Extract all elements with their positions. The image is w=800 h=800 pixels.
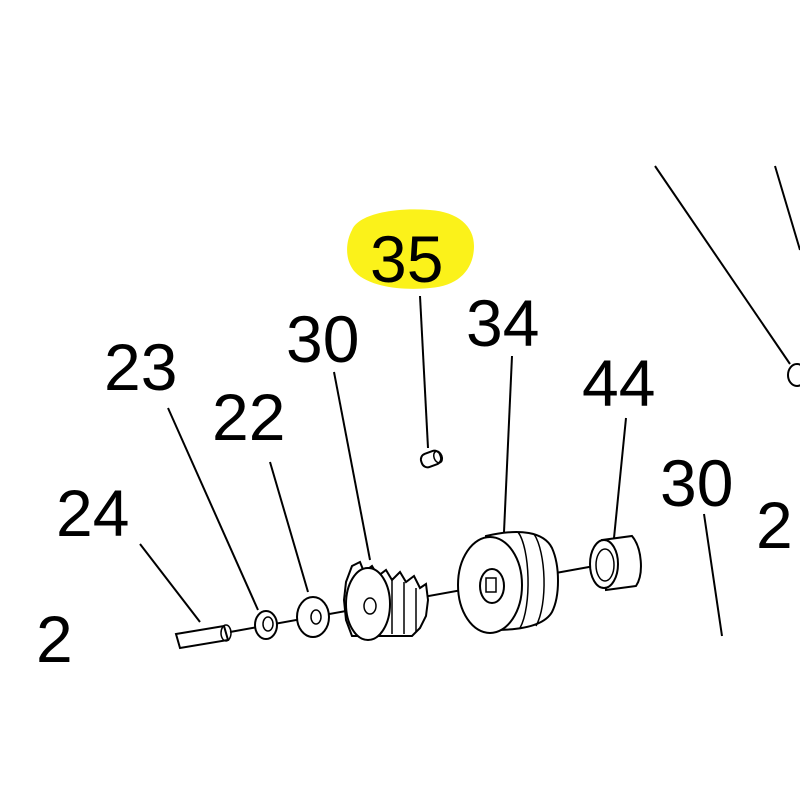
callout-22: 22 bbox=[212, 380, 285, 454]
callout-35: 35 bbox=[370, 222, 443, 296]
callout-2-left: 2 bbox=[36, 602, 73, 676]
leader-top-right-b bbox=[774, 165, 800, 251]
part-22-washer bbox=[296, 596, 330, 638]
highlight-marker-35 bbox=[347, 209, 474, 289]
part-30-gear bbox=[342, 560, 430, 641]
part-44-bearing bbox=[589, 534, 642, 592]
callout-23: 23 bbox=[104, 330, 177, 404]
part-23-washer bbox=[254, 610, 278, 640]
callout-34: 34 bbox=[466, 286, 539, 360]
leader-23 bbox=[167, 407, 259, 611]
callout-24: 24 bbox=[56, 476, 129, 550]
leader-24 bbox=[139, 543, 201, 623]
callout-44: 44 bbox=[582, 346, 655, 420]
part-24-shaft-end bbox=[174, 624, 232, 650]
leader-top-right-a bbox=[654, 165, 791, 365]
leader-34 bbox=[503, 355, 513, 533]
part-edge-right bbox=[787, 363, 800, 387]
callout-30-left: 30 bbox=[286, 302, 359, 376]
leader-44 bbox=[613, 417, 627, 539]
leader-35 bbox=[419, 295, 429, 449]
leader-30-left bbox=[333, 371, 371, 561]
leader-30-right bbox=[703, 513, 723, 637]
callout-2-right: 2 bbox=[756, 488, 793, 562]
part-34-pulley bbox=[457, 531, 559, 634]
callout-30-right: 30 bbox=[660, 446, 733, 520]
leader-22 bbox=[269, 461, 309, 593]
part-35-pin bbox=[419, 449, 444, 469]
